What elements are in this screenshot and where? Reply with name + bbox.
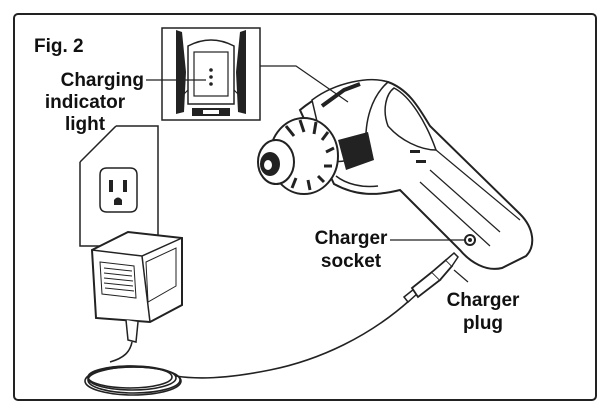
callout-line: Charging — [60, 70, 144, 91]
callout-line: Charger — [446, 290, 520, 311]
figure-label: Fig. 2 — [34, 36, 84, 57]
coiled-cord — [84, 299, 411, 396]
power-adapter — [90, 230, 183, 343]
leader-lines — [146, 65, 469, 283]
callout-line: plug — [462, 313, 504, 334]
callout-line: Charger — [314, 228, 388, 249]
inset-indicator-closeup — [161, 27, 261, 121]
callout-line: indicator — [44, 92, 126, 113]
cordless-screwdriver — [257, 79, 534, 270]
callout-line: light — [64, 114, 106, 135]
frame-border — [13, 13, 597, 401]
callout-line: socket — [320, 251, 382, 272]
wall-outlet — [99, 167, 138, 213]
charger-plug — [402, 251, 459, 304]
